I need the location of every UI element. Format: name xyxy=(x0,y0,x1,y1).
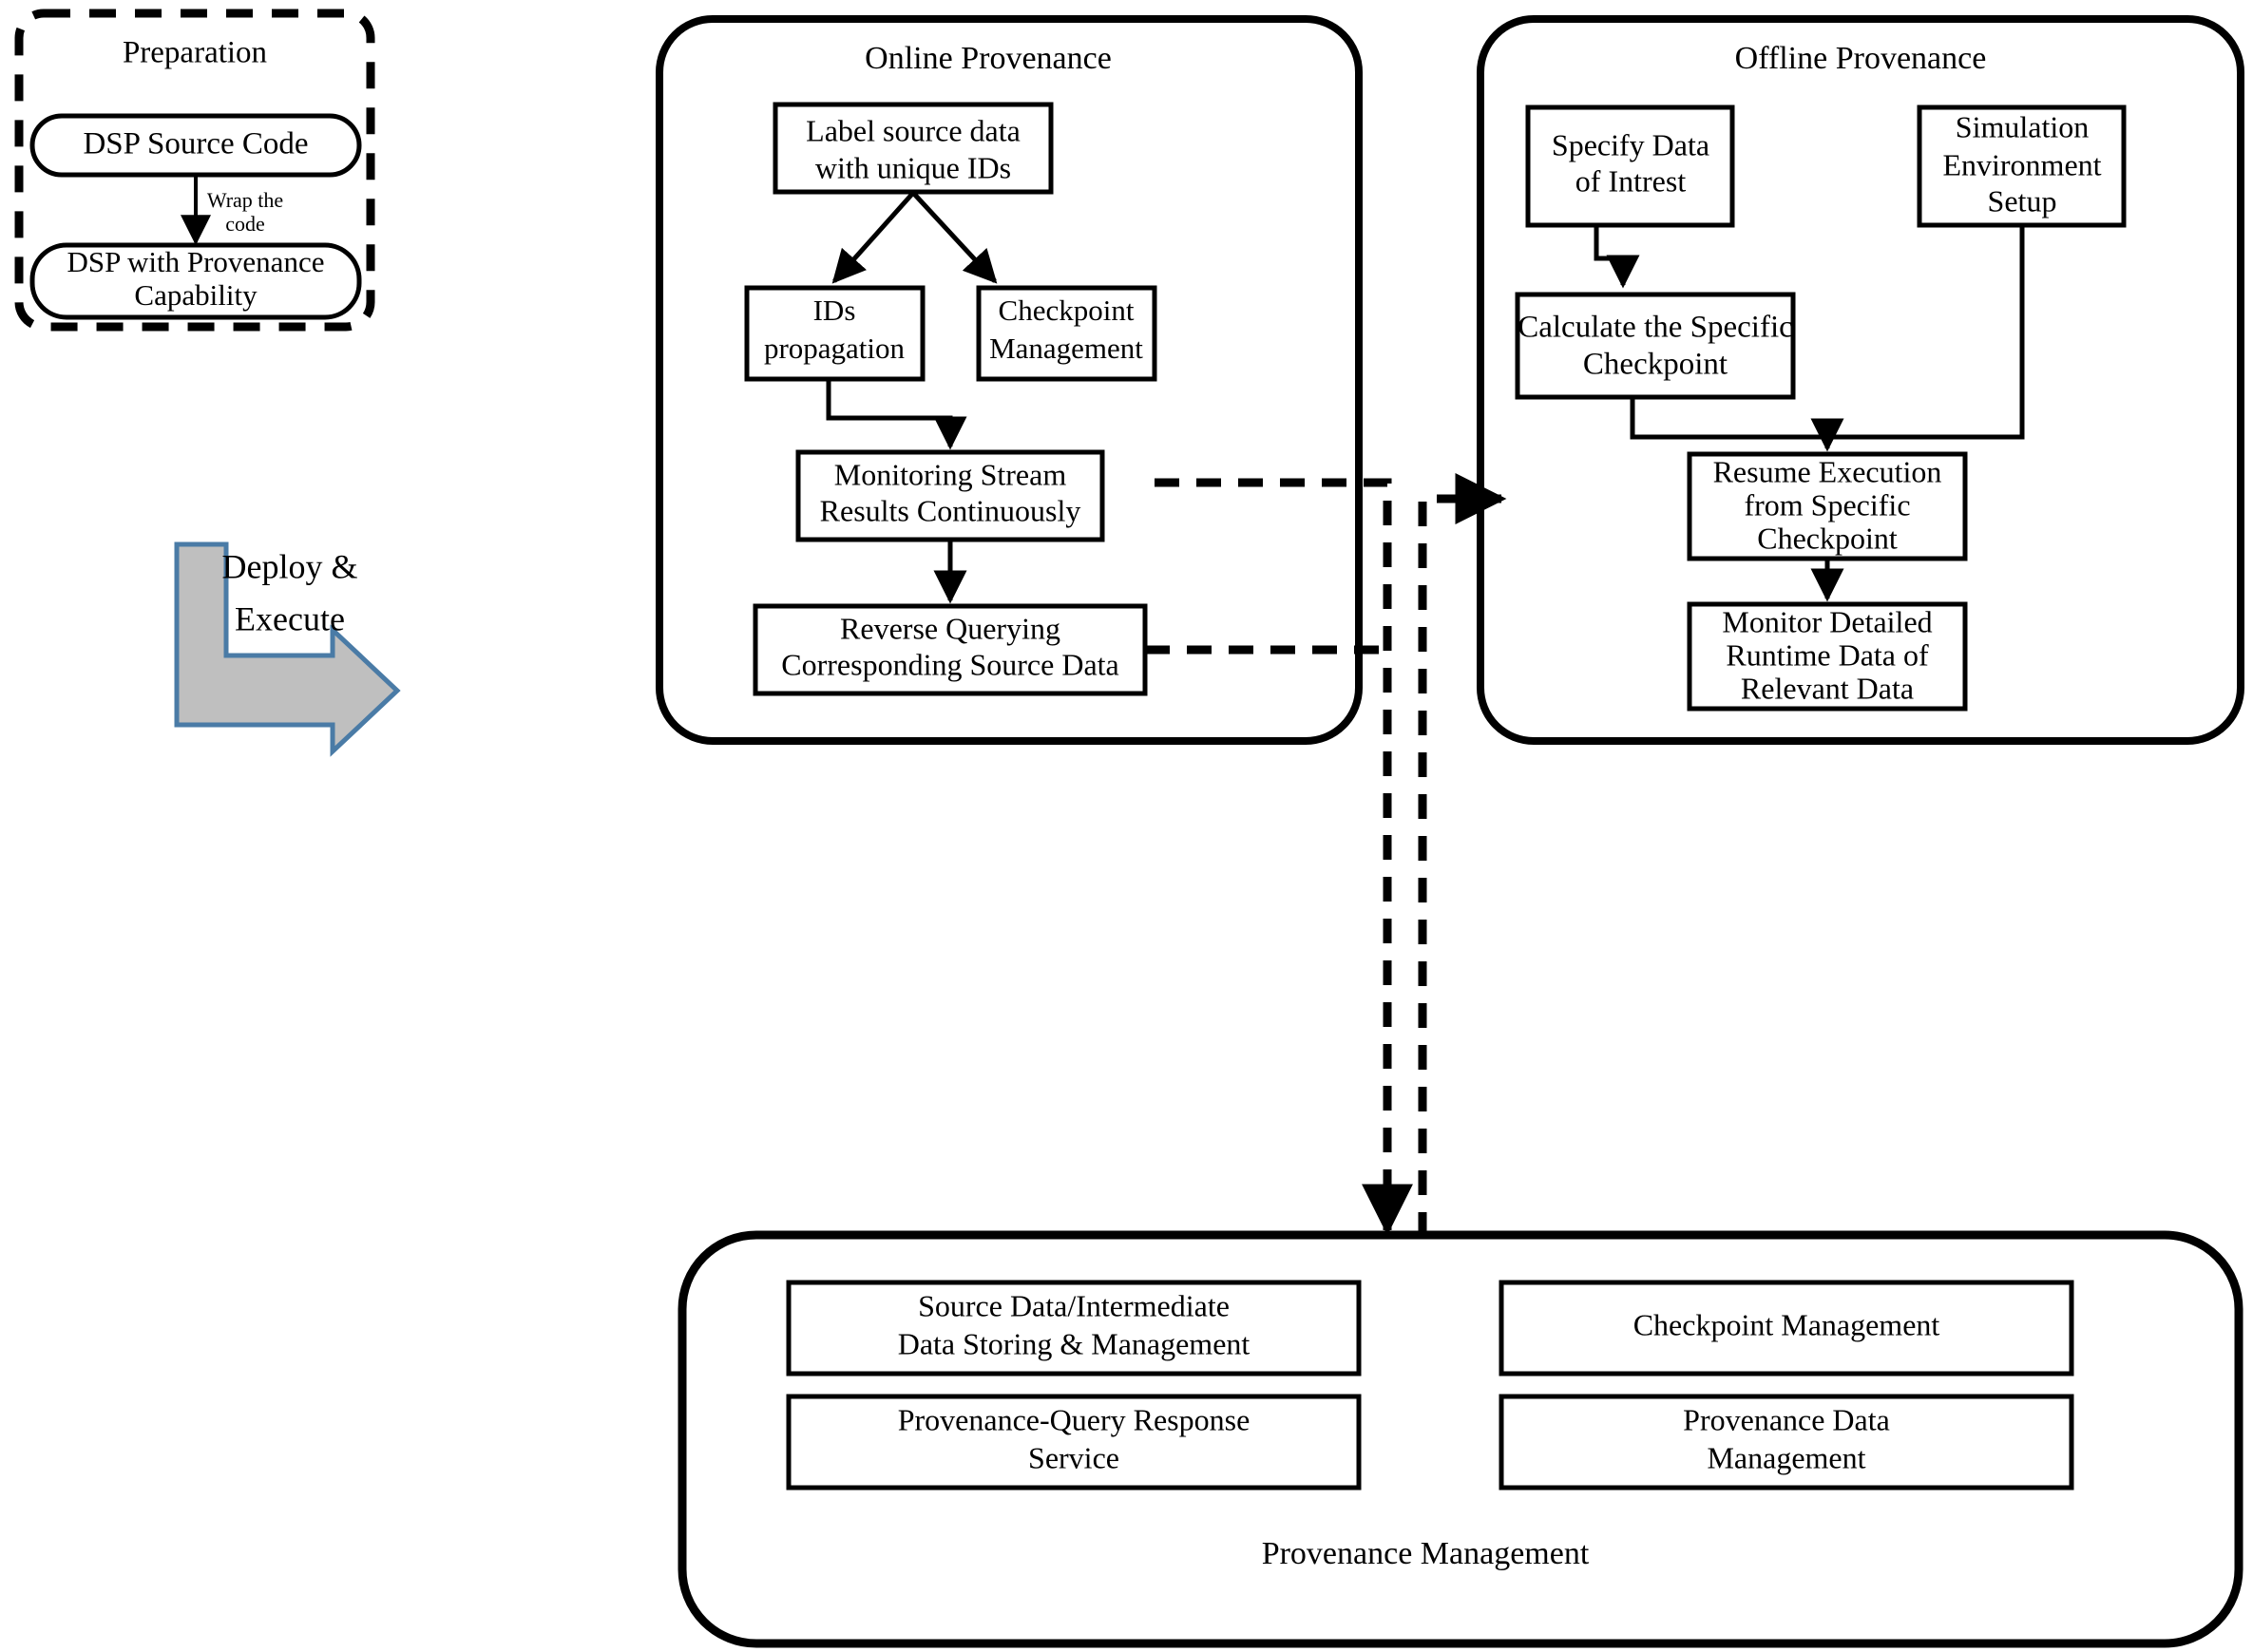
wrap-code-label-line1: Wrap the xyxy=(207,188,283,212)
checkpoint-management-box[interactable] xyxy=(976,285,1157,382)
source-data-storing-line1: Source Data/Intermediate xyxy=(918,1288,1230,1322)
ids-propagation-line2: propagation xyxy=(764,332,906,365)
monitor-runtime-line3: Relevant Data xyxy=(1741,671,1914,705)
simulation-env-line1: Simulation xyxy=(1956,109,2089,143)
checkpoint-management-line1: Checkpoint xyxy=(999,294,1135,327)
specify-data-line2: of Intrest xyxy=(1575,163,1687,198)
edge-label-to-checkpoint xyxy=(911,191,998,284)
calculate-checkpoint-line1: Calculate the Specific xyxy=(1518,311,1793,345)
online-provenance-group: Online Provenance Label source data with… xyxy=(656,15,1363,745)
checkpoint-management-pm-box[interactable] xyxy=(1499,1280,2074,1377)
preparation-group: Preparation DSP Source Code Wrap the cod… xyxy=(14,9,375,332)
simulation-env-line2: Environment xyxy=(1942,147,2101,181)
edge-ids-to-monitoring xyxy=(826,379,967,450)
dashed-edge-provenance-mgmt-to-calculate xyxy=(1418,473,1507,1237)
reverse-querying-box[interactable] xyxy=(753,603,1148,696)
reverse-querying-line2: Corresponding Source Data xyxy=(781,647,1118,681)
deploy-execute-arrow-group: Deploy & Execute xyxy=(174,541,401,757)
dsp-with-provenance-label-line2: Capability xyxy=(134,278,258,312)
deploy-execute-label-line1: Deploy & xyxy=(222,547,358,585)
monitoring-stream-line1: Monitoring Stream xyxy=(834,457,1067,491)
deploy-execute-arrow xyxy=(174,541,401,757)
monitor-detailed-runtime-box[interactable] xyxy=(1687,601,1968,712)
edge-specify-to-calculate xyxy=(1594,225,1640,289)
wrap-code-label-line2: code xyxy=(225,212,265,236)
monitoring-stream-line2: Results Continuously xyxy=(820,493,1081,527)
dsp-with-provenance-box[interactable] xyxy=(29,242,362,320)
label-source-data-line2: with unique IDs xyxy=(815,150,1011,184)
provenance-management-group: Source Data/Intermediate Data Storing & … xyxy=(678,1230,2243,1648)
source-data-storing-line2: Data Storing & Management xyxy=(898,1326,1251,1360)
checkpoint-management-pm-line1: Checkpoint Management xyxy=(1633,1307,1940,1341)
provenance-management-title: Provenance Management xyxy=(1262,1536,1590,1571)
dsp-source-code-label: DSP Source Code xyxy=(83,127,308,161)
provenance-data-management-line2: Management xyxy=(1707,1440,1865,1474)
specify-data-line1: Specify Data xyxy=(1552,127,1709,161)
ids-propagation-line1: IDs xyxy=(813,294,856,327)
resume-execution-line1: Resume Execution xyxy=(1713,454,1942,488)
resume-execution-box[interactable] xyxy=(1687,451,1968,561)
deploy-execute-label-line2: Execute xyxy=(235,599,345,637)
ids-propagation-box[interactable] xyxy=(744,285,926,382)
calculate-specific-checkpoint-box[interactable] xyxy=(1515,292,1796,400)
label-source-data-box[interactable] xyxy=(773,102,1054,195)
online-provenance-title: Online Provenance xyxy=(865,41,1112,76)
preparation-container xyxy=(14,9,375,332)
offline-provenance-container xyxy=(1477,15,2244,745)
offline-provenance-group: Offline Provenance Specify Data of Intre… xyxy=(1477,15,2244,745)
monitoring-stream-box[interactable] xyxy=(795,449,1105,542)
specify-data-of-interest-box[interactable] xyxy=(1525,104,1735,228)
resume-execution-line2: from Specific xyxy=(1744,487,1910,522)
label-source-data-line1: Label source data xyxy=(806,113,1021,147)
offline-provenance-title: Offline Provenance xyxy=(1735,41,1987,76)
reverse-querying-line1: Reverse Querying xyxy=(840,611,1060,645)
dashed-edge-checkpoint-to-provenance-mgmt xyxy=(1155,478,1413,1236)
provenance-query-response-line1: Provenance-Query Response xyxy=(898,1402,1251,1436)
provenance-data-management-box[interactable] xyxy=(1499,1394,2074,1491)
monitor-runtime-line2: Runtime Data of xyxy=(1726,637,1929,672)
simulation-environment-setup-box[interactable] xyxy=(1917,104,2127,228)
edge-label-to-ids xyxy=(831,191,915,284)
provenance-management-container xyxy=(678,1230,2243,1648)
resume-execution-line3: Checkpoint xyxy=(1757,521,1898,555)
simulation-env-line3: Setup xyxy=(1988,183,2057,218)
monitor-runtime-line1: Monitor Detailed xyxy=(1722,604,1932,638)
provenance-query-response-box[interactable] xyxy=(786,1394,1362,1491)
source-data-storing-box[interactable] xyxy=(786,1280,1362,1377)
dashed-connectors-group xyxy=(1145,473,1507,1237)
preparation-title: Preparation xyxy=(123,36,267,70)
calculate-checkpoint-line2: Checkpoint xyxy=(1583,348,1728,382)
provenance-data-management-line1: Provenance Data xyxy=(1683,1402,1890,1436)
checkpoint-management-line2: Management xyxy=(989,332,1143,365)
dsp-with-provenance-label-line1: DSP with Provenance xyxy=(67,245,325,278)
online-provenance-container xyxy=(656,15,1363,745)
provenance-query-response-line2: Service xyxy=(1028,1440,1119,1474)
